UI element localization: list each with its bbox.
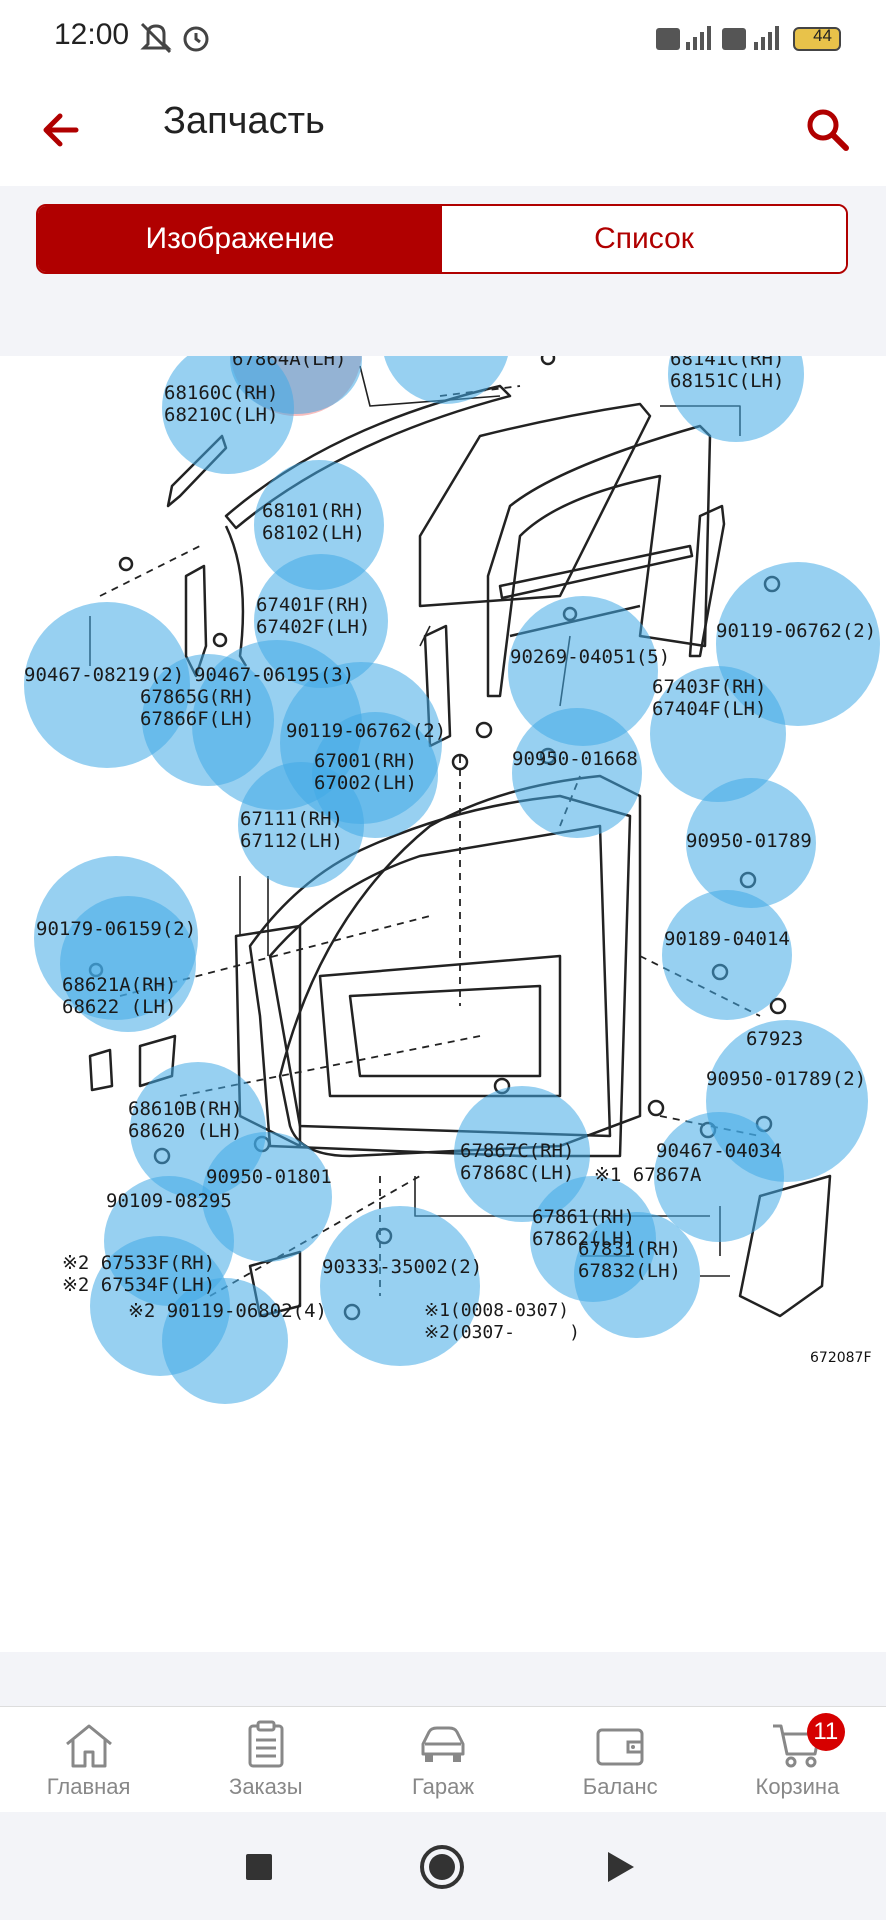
part-callout[interactable]: 90269-04051(5) — [510, 646, 671, 668]
part-callout[interactable]: 67867C(RH) 67868C(LH) — [460, 1140, 575, 1184]
part-callout[interactable]: 67111(RH) 67112(LH) — [240, 808, 343, 852]
part-callout[interactable]: 67831(RH) 67832(LH) — [578, 1238, 681, 1282]
search-button[interactable] — [798, 100, 858, 160]
mute-icon — [140, 22, 172, 54]
wallet-icon — [596, 1728, 644, 1766]
part-callout[interactable]: 90467-08219(2) — [24, 664, 185, 686]
part-callout[interactable]: 90950-01789(2) — [706, 1068, 867, 1090]
part-callout[interactable]: ※1 67867A — [594, 1164, 702, 1186]
nav-garage[interactable]: Гараж — [354, 1707, 531, 1813]
signal-icon — [656, 26, 841, 51]
part-callout[interactable]: 90467-06195(3) — [194, 664, 355, 686]
hotspot[interactable] — [654, 1112, 784, 1242]
app-bar: Запчасть — [0, 76, 886, 186]
hotspot[interactable] — [662, 890, 792, 1020]
nav-cart-label: Корзина — [755, 1774, 840, 1799]
nav-garage-label: Гараж — [411, 1774, 475, 1799]
view-switcher-area: Изображение Список — [0, 186, 886, 356]
bottom-navigation: Главная Заказы Гараж Баланс — [0, 1706, 886, 1813]
part-callout[interactable]: 67001(RH) 67002(LH) — [314, 750, 417, 794]
part-callout[interactable]: 68610B(RH) 68620 (LH) — [128, 1098, 243, 1142]
hotspot[interactable] — [320, 1206, 480, 1366]
hotspot[interactable] — [686, 778, 816, 908]
page-title: Запчасть — [163, 100, 325, 142]
back-nav-icon — [608, 1852, 634, 1882]
status-icons-left — [140, 20, 220, 61]
part-callout[interactable]: 90467-04034 — [656, 1140, 782, 1162]
hotspot[interactable] — [512, 708, 642, 838]
part-callout[interactable]: 90333-35002(2) — [322, 1256, 483, 1278]
back-arrow-icon — [43, 113, 79, 147]
view-switcher: Изображение Список — [36, 204, 848, 274]
part-callout[interactable]: 90119-06762(2) — [286, 720, 447, 742]
recents-icon — [246, 1854, 272, 1880]
nav-home-label: Главная — [46, 1774, 131, 1799]
nav-balance-label: Баланс — [582, 1774, 658, 1799]
part-callout[interactable]: 90950-01801 — [206, 1166, 332, 1188]
home-nav-icon — [420, 1845, 464, 1889]
part-callout[interactable]: 90119-06762(2) — [716, 620, 877, 642]
cart-count-badge: 11 — [806, 1713, 845, 1751]
part-callout[interactable]: 67865G(RH) 67866F(LH) — [140, 686, 255, 730]
part-callout[interactable]: 90189-04014 — [664, 928, 790, 950]
part-callout[interactable]: 90950-01789 — [686, 830, 812, 852]
hotspot[interactable] — [162, 356, 294, 474]
part-callout[interactable]: 67403F(RH) 67404F(LH) — [652, 676, 767, 720]
nav-orders[interactable]: Заказы — [177, 1707, 354, 1813]
status-bar: 12:00 44 — [0, 0, 886, 76]
part-callout[interactable]: ※2 90119-06802(4) — [128, 1300, 327, 1322]
part-callout[interactable]: 67923 — [746, 1028, 804, 1050]
nav-cart[interactable]: Корзина 11 — [709, 1707, 886, 1813]
search-icon — [807, 109, 849, 151]
nav-home[interactable]: Главная — [0, 1707, 177, 1813]
status-time: 12:00 — [54, 18, 130, 51]
part-callout[interactable]: ※2 67533F(RH) ※2 67534F(LH) — [62, 1252, 216, 1296]
battery-level: 44 — [813, 26, 832, 45]
legend-note: ※1(0008-0307) ※2(0307- ) — [424, 1300, 580, 1343]
tab-list[interactable]: Список — [442, 206, 846, 272]
part-callout[interactable]: 90179-06159(2) — [36, 918, 197, 940]
part-callout[interactable]: 67401F(RH) 67402F(LH) — [256, 594, 371, 638]
alarm-icon — [183, 26, 209, 52]
tab-image[interactable]: Изображение — [38, 206, 442, 272]
part-callout[interactable]: 68160C(RH) 68210C(LH) — [164, 382, 279, 426]
home-nav-button[interactable] — [410, 1834, 476, 1900]
nav-orders-label: Заказы — [229, 1774, 303, 1799]
part-callout[interactable]: 68101(RH) 68102(LH) — [262, 500, 365, 544]
hotspot[interactable] — [60, 896, 196, 1032]
hotspot[interactable] — [574, 1212, 700, 1338]
content-footer-gap — [0, 1652, 886, 1706]
part-callout[interactable]: 67863A(RH) 67864A(LH) — [232, 356, 347, 370]
recents-button[interactable] — [226, 1838, 292, 1898]
status-icons-right: 44 — [656, 22, 846, 56]
system-navigation — [0, 1812, 886, 1920]
clipboard-icon — [248, 1720, 284, 1768]
part-callout[interactable]: 68141C(RH) 68151C(LH) — [670, 356, 785, 392]
image-code: 672087F — [810, 1350, 872, 1366]
nav-balance[interactable]: Баланс — [532, 1707, 709, 1813]
parts-diagram[interactable]: 67863A(RH) 67864A(LH) 90467-05157 68141C… — [0, 356, 886, 1652]
hotspot[interactable] — [162, 1278, 288, 1404]
back-nav-button[interactable] — [594, 1838, 660, 1898]
car-icon — [421, 1726, 465, 1762]
part-callout[interactable]: 67861(RH) 67862(LH) — [532, 1206, 635, 1250]
part-callout[interactable]: 90109-08295 — [106, 1190, 232, 1212]
back-button[interactable] — [36, 102, 92, 158]
part-callout[interactable]: 68621A(RH) 68622 (LH) — [62, 974, 177, 1018]
hotspot[interactable] — [238, 762, 364, 888]
hotspot[interactable] — [142, 654, 274, 786]
part-callout[interactable]: 90950-01668 — [512, 748, 638, 770]
home-icon — [65, 1724, 112, 1768]
